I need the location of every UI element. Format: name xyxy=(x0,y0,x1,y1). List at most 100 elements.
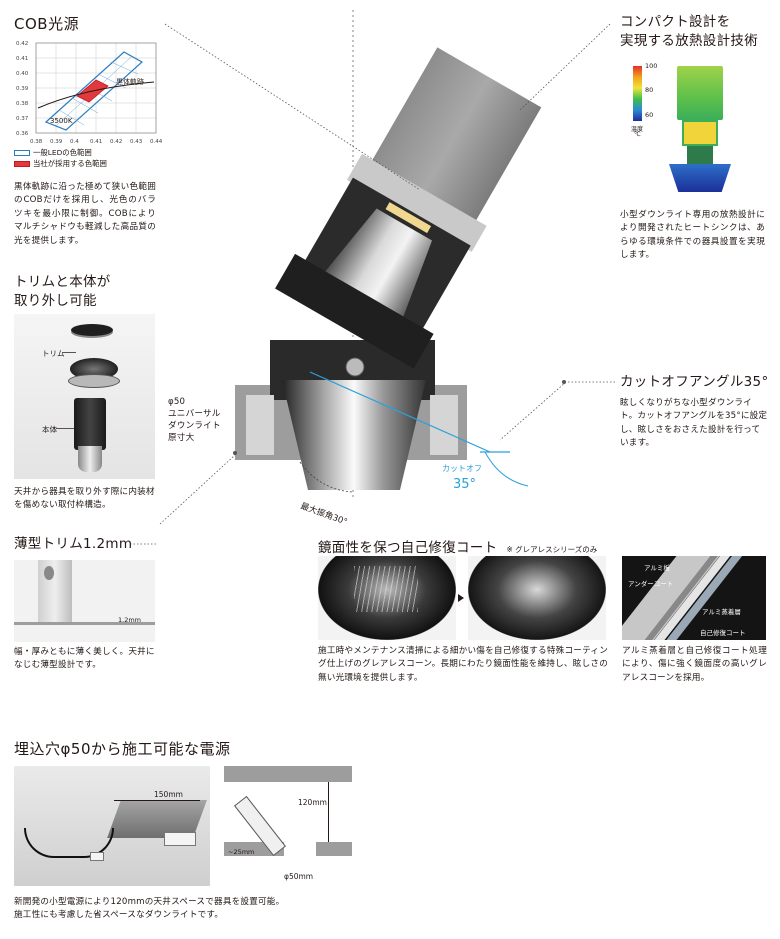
power-width-label: 150mm xyxy=(154,790,183,799)
y-tick-label: 0.38 xyxy=(16,101,29,107)
figure-caption-line4: 原寸大 xyxy=(168,433,195,443)
ceiling-slab xyxy=(224,766,352,782)
figure-caption-line3: ダウンライト xyxy=(168,421,221,431)
trim-flange xyxy=(68,374,120,388)
layer-label-aluminum: アルミ板 xyxy=(644,564,670,572)
temp-unit: ℃ xyxy=(634,131,641,138)
x-tick-label: 0.43 xyxy=(130,139,143,145)
trim-leader xyxy=(62,352,76,353)
scale-60: 60 xyxy=(645,111,654,119)
lower-body xyxy=(275,253,434,369)
body-cone xyxy=(78,446,102,472)
legend-red-swatch xyxy=(14,160,30,167)
body-label: 本体 xyxy=(42,425,57,434)
heatsink-body-text: 小型ダウンライト専用の放熱設計により開発されたヒートシンクは、あらゆる環境条件で… xyxy=(620,210,765,261)
main-downlight-figure: カットオフ 35° 最大振角30° xyxy=(233,10,566,528)
thin-trim-title: 薄型トリム1.2mm xyxy=(14,536,133,552)
heatsink-core xyxy=(682,120,718,146)
heatsink-thermal-image: 100 80 60 温度 ℃ xyxy=(625,62,765,196)
coat-body: 施工時やメンテナンス清掃による細かい傷を自己修復する特殊コーティング仕上げのグレ… xyxy=(318,646,608,683)
trim-body-title: トリムと本体が 取り外し可能 xyxy=(14,273,111,311)
coat-title: 鏡面性を保つ自己修復コート xyxy=(318,540,498,556)
coat-note: ※ グレアレスシリーズのみ xyxy=(506,545,598,554)
tilt-arc xyxy=(299,461,354,493)
cutoff-arc xyxy=(484,451,529,487)
scale-80: 80 xyxy=(645,86,654,94)
power-title: 埋込穴φ50から施工可能な電源 xyxy=(14,740,231,758)
power-height-label: 120mm xyxy=(298,798,327,807)
y-tick-label: 0.36 xyxy=(16,131,29,137)
cutoff-title: カットオフアングル35° xyxy=(620,374,769,390)
cutoff-dot xyxy=(562,380,566,384)
power-hole-label: φ50mm xyxy=(284,872,314,881)
power-terminal xyxy=(164,832,196,846)
cutoff-body: 眩しくなりがちな小型ダウンライト。カットオフアングルを35°に設定し、眩しさをお… xyxy=(620,398,768,449)
coat-layer-body: アルミ蒸着層と自己修復コート処理により、傷に強く鏡面度の高いグレアレスコーンを採… xyxy=(622,646,767,683)
general-led-range xyxy=(44,51,144,131)
heatsink-body xyxy=(677,66,723,120)
x-tick-label: 0.38 xyxy=(30,139,43,145)
layer-label-selfrepair: 自己修復コート xyxy=(700,629,746,637)
trim-body-title-line1: トリムと本体が xyxy=(14,274,111,290)
trim-hole xyxy=(44,566,54,580)
thin-trim-dim: 1.2mm xyxy=(118,616,142,624)
trim-body-photo: トリム 本体 xyxy=(14,314,155,479)
power-install-diagram: 120mm ~25mm φ50mm xyxy=(224,766,352,886)
trim-cross-section xyxy=(38,560,72,622)
pivot-joint xyxy=(345,357,365,377)
heatsink-title-line1: コンパクト設計を xyxy=(620,14,731,30)
heatsink-cone xyxy=(669,164,731,192)
legend-ours-label: 当社が採用する色範囲 xyxy=(33,159,107,168)
power-body: 新開発の小型電源により120mmの天井スペースで器具を設置可能。 施工性にも考慮… xyxy=(14,896,284,923)
trim-body-title-line2: 取り外し可能 xyxy=(14,293,97,309)
coat-photo-before xyxy=(318,556,456,640)
power-body-line2: 施工性にも考慮した省スペースなダウンライトです。 xyxy=(14,910,224,921)
figure-caption: φ50 ユニバーサル ダウンライト 原寸大 xyxy=(168,396,221,444)
reflector-cone xyxy=(282,380,426,490)
heatsink-title-line2: 実現する放熱設計技術 xyxy=(620,33,758,49)
x-tick-label: 0.39 xyxy=(50,139,63,145)
thermal-scale-bar xyxy=(633,66,642,121)
figure-caption-line2: ユニバーサル xyxy=(168,409,221,419)
body-leader xyxy=(56,428,74,429)
body-heatsink xyxy=(74,398,106,450)
max-tilt-label: 最大振角30° xyxy=(299,500,349,527)
cutoff-fig-value: 35° xyxy=(453,477,476,492)
arrow-icon xyxy=(458,594,464,602)
figure-caption-line1: φ50 xyxy=(168,397,186,407)
layer-label-undercoat: アンダーコート xyxy=(628,580,674,588)
y-tick-label: 0.39 xyxy=(16,86,29,92)
heatsink-title: コンパクト設計を 実現する放熱設計技術 xyxy=(620,13,758,51)
thin-trim-photo: 1.2mm xyxy=(14,560,155,642)
layer-label-deposit: アルミ蒸着層 xyxy=(702,608,741,616)
tilted-body xyxy=(275,47,542,369)
thin-trim-body: 幅・厚みともに薄く美しく。天井になじむ薄型設計です。 xyxy=(14,647,155,671)
scale-100: 100 xyxy=(645,62,658,70)
legend-general-label: 一般LEDの色範囲 xyxy=(33,148,92,157)
cutoff-line xyxy=(309,371,491,453)
trim-cap xyxy=(71,324,113,336)
heatsink-neck xyxy=(687,146,713,164)
frame-dot xyxy=(233,451,237,455)
y-tick-label: 0.41 xyxy=(16,56,28,62)
led-chip xyxy=(385,202,432,234)
ceiling-line xyxy=(14,622,155,625)
trim-label: トリム xyxy=(42,349,65,358)
cutoff-fig-label: カットオフ xyxy=(442,464,482,473)
cob-body: 黒体軌跡に沿った極めて狭い色範囲のCOBだけを採用し、光色のバラツキを最小限に制… xyxy=(14,182,156,246)
x-tick-label: 0.42 xyxy=(110,139,122,145)
power-body-line1: 新開発の小型電源により120mmの天井スペースで器具を設置可能。 xyxy=(14,897,285,907)
x-tick-label: 0.4 xyxy=(70,139,79,145)
trim-body-text: 天井から器具を取り外す際に内装材を傷めない取付枠構造。 xyxy=(14,487,155,511)
coat-photo-after xyxy=(468,556,606,640)
power-depth-label: ~25mm xyxy=(228,848,255,856)
scratches xyxy=(354,566,418,612)
power-supply-photo: 150mm xyxy=(14,766,210,886)
cct-label: 3500K xyxy=(50,117,73,125)
blackbody-curve xyxy=(37,81,155,109)
y-tick-label: 0.42 xyxy=(16,41,28,47)
cob-legend: 一般LEDの色範囲 当社が採用する色範囲 xyxy=(14,147,107,169)
coat-layers-diagram: アルミ板 アンダーコート アルミ蒸着層 自己修復コート xyxy=(622,556,766,640)
frame-right xyxy=(430,395,458,455)
